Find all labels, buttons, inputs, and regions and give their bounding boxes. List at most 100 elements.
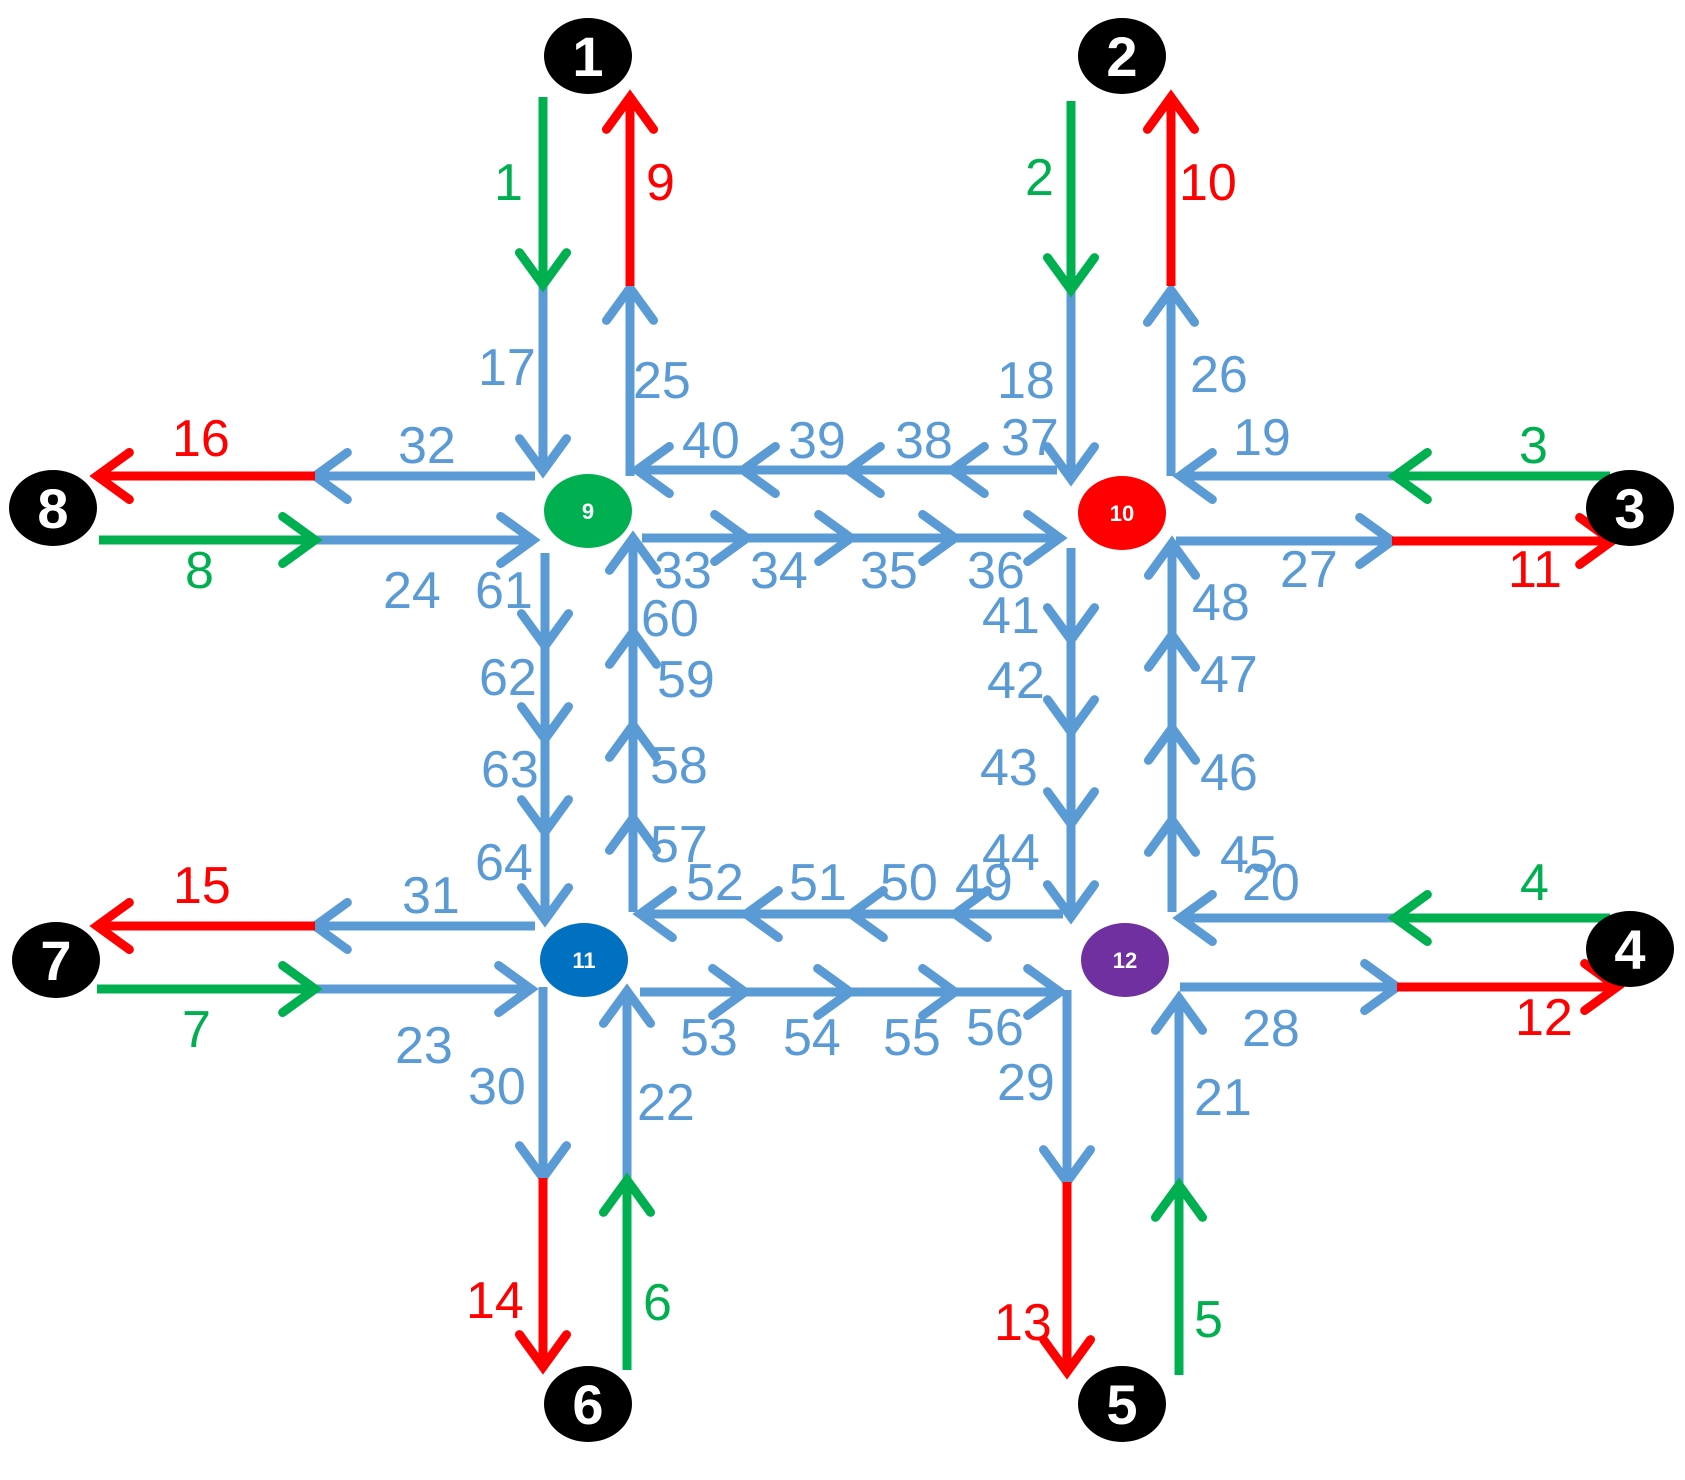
link-16-arrow bbox=[89, 447, 315, 505]
link-11-label: 11 bbox=[1508, 541, 1562, 599]
link-10-label: 10 bbox=[1179, 154, 1237, 212]
link-21-arrow bbox=[1150, 990, 1208, 1185]
link-24-label: 24 bbox=[383, 562, 441, 620]
link-2-arrow bbox=[1042, 101, 1100, 298]
link-12-label: 12 bbox=[1515, 989, 1573, 1047]
intersection-node-12-label: 12 bbox=[1113, 948, 1137, 973]
link-57-label: 57 bbox=[650, 816, 708, 874]
link-31-label: 31 bbox=[402, 867, 460, 925]
link-19-label: 19 bbox=[1233, 409, 1291, 467]
link-8-arrow bbox=[99, 511, 323, 569]
link-43-label: 43 bbox=[980, 739, 1038, 797]
link-23-label: 23 bbox=[395, 1017, 453, 1075]
link-49-label: 49 bbox=[955, 854, 1013, 912]
link-51-label: 51 bbox=[789, 854, 847, 912]
link-arrows bbox=[89, 89, 1625, 1380]
link-33-label: 33 bbox=[654, 542, 712, 600]
link-20-arrow bbox=[1172, 889, 1395, 947]
link-30-label: 30 bbox=[468, 1058, 526, 1116]
link-25-arrow bbox=[601, 280, 659, 476]
link-22-label: 22 bbox=[637, 1074, 695, 1132]
link-36-label: 36 bbox=[967, 542, 1025, 600]
link-64-label: 64 bbox=[475, 834, 533, 892]
link-41-label: 41 bbox=[982, 587, 1040, 645]
link-30-arrow bbox=[514, 987, 572, 1186]
link-59-label: 59 bbox=[657, 651, 715, 709]
link-10-arrow bbox=[1142, 89, 1200, 286]
link-43-arrow bbox=[1042, 732, 1100, 832]
link-34-label: 34 bbox=[750, 542, 808, 600]
intersection-node-9-label: 9 bbox=[582, 499, 594, 524]
link-12-arrow bbox=[1397, 958, 1625, 1016]
terminal-node-1: 1 bbox=[544, 18, 632, 94]
link-58-label: 58 bbox=[650, 737, 708, 795]
link-53-label: 53 bbox=[680, 1009, 738, 1067]
link-6-label: 6 bbox=[643, 1274, 672, 1332]
link-27-label: 27 bbox=[1280, 541, 1338, 599]
link-14-arrow bbox=[514, 1178, 572, 1375]
link-48-label: 48 bbox=[1192, 574, 1250, 632]
link-41-arrow bbox=[1042, 548, 1100, 648]
link-17-arrow bbox=[514, 283, 572, 479]
terminal-node-6-label: 6 bbox=[572, 1373, 603, 1436]
intersection-node-11: 11 bbox=[540, 923, 628, 997]
link-60-arrow bbox=[604, 530, 662, 632]
link-54-label: 54 bbox=[783, 1009, 841, 1067]
link-50-label: 50 bbox=[880, 854, 938, 912]
link-6-arrow bbox=[598, 1172, 656, 1370]
link-20-label: 20 bbox=[1242, 854, 1300, 912]
link-14-label: 14 bbox=[466, 1272, 524, 1330]
link-47-arrow bbox=[1143, 627, 1201, 728]
terminal-node-7: 7 bbox=[12, 922, 100, 998]
link-55-label: 55 bbox=[883, 1009, 941, 1067]
link-22-arrow bbox=[598, 983, 656, 1180]
intersection-node-10: 10 bbox=[1078, 476, 1166, 550]
link-1-arrow bbox=[514, 97, 572, 293]
link-52-arrow bbox=[632, 885, 746, 943]
link-11-arrow bbox=[1392, 512, 1620, 570]
intersection-node-12: 12 bbox=[1081, 923, 1169, 997]
terminal-node-5-label: 5 bbox=[1106, 1373, 1137, 1436]
link-8-label: 8 bbox=[185, 542, 214, 600]
link-47-label: 47 bbox=[1200, 646, 1258, 704]
link-45-label: 45 bbox=[1220, 826, 1278, 884]
link-21-label: 21 bbox=[1194, 1069, 1252, 1127]
link-3-arrow bbox=[1387, 447, 1610, 505]
link-3-label: 3 bbox=[1519, 417, 1548, 475]
link-56-arrow bbox=[955, 963, 1068, 1021]
link-62-label: 62 bbox=[479, 649, 537, 707]
link-60-label: 60 bbox=[641, 590, 699, 648]
link-2-label: 2 bbox=[1025, 149, 1054, 207]
link-44-label: 44 bbox=[982, 824, 1040, 882]
terminal-node-4-label: 4 bbox=[1614, 918, 1645, 981]
terminal-node-3: 3 bbox=[1586, 470, 1674, 546]
terminal-node-7-label: 7 bbox=[40, 929, 71, 992]
terminal-node-3-label: 3 bbox=[1614, 477, 1645, 540]
link-52-label: 52 bbox=[686, 854, 744, 912]
link-44-arrow bbox=[1042, 824, 1100, 925]
link-16-label: 16 bbox=[172, 410, 230, 468]
link-46-label: 46 bbox=[1200, 744, 1258, 802]
link-18-arrow bbox=[1042, 290, 1100, 487]
terminal-node-6: 6 bbox=[544, 1366, 632, 1442]
terminal-node-5: 5 bbox=[1078, 1366, 1166, 1442]
link-9-arrow bbox=[601, 89, 659, 286]
link-40-label: 40 bbox=[682, 412, 740, 470]
link-36-arrow bbox=[955, 509, 1068, 567]
terminal-node-8-label: 8 bbox=[37, 477, 68, 540]
link-37-label: 37 bbox=[1001, 409, 1059, 467]
link-42-arrow bbox=[1042, 640, 1100, 740]
link-18-label: 18 bbox=[997, 352, 1055, 410]
link-23-arrow bbox=[315, 960, 539, 1018]
link-4-arrow bbox=[1387, 889, 1610, 947]
link-29-label: 29 bbox=[997, 1054, 1055, 1112]
link-13-arrow bbox=[1038, 1182, 1096, 1380]
terminal-node-1-label: 1 bbox=[572, 25, 603, 88]
link-4-label: 4 bbox=[1520, 854, 1549, 912]
link-15-label: 15 bbox=[173, 857, 231, 915]
link-5-label: 5 bbox=[1194, 1291, 1223, 1349]
link-25-label: 25 bbox=[633, 352, 691, 410]
